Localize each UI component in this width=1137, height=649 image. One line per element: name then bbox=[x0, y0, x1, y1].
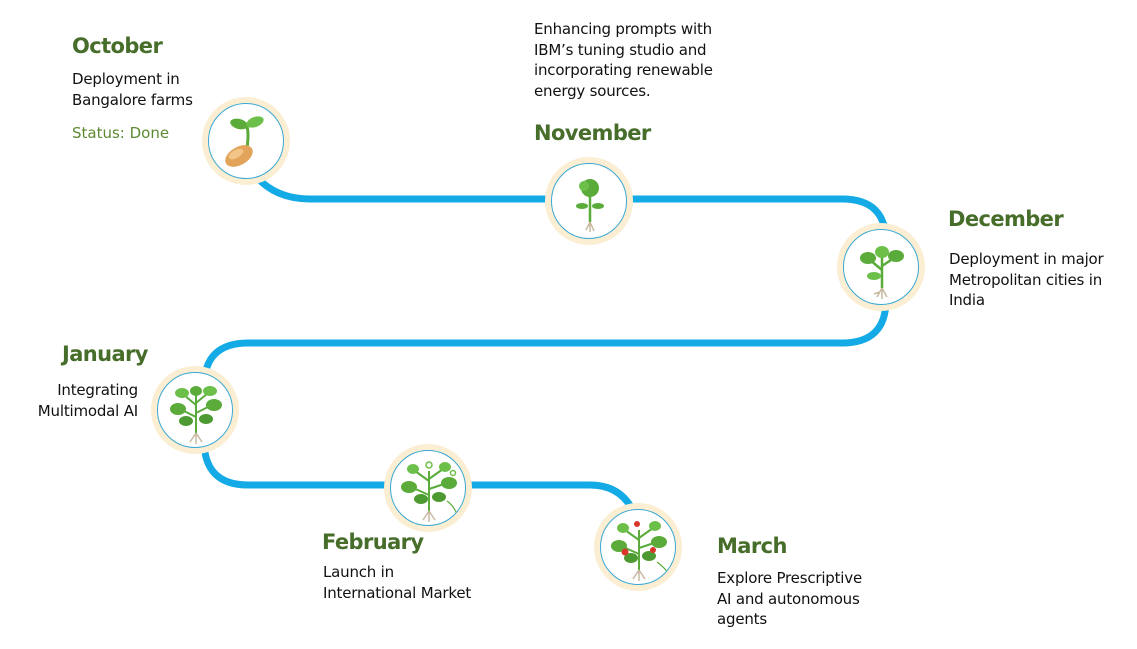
milestone-description-january: Integrating Multimodal AI bbox=[37, 381, 138, 420]
status-badge: Status: Done bbox=[72, 124, 170, 142]
milestone-node-november bbox=[545, 157, 633, 245]
milestone-month-february: February bbox=[322, 530, 424, 554]
milestone-node-october bbox=[202, 97, 290, 185]
milestone-description-february: Launch in International Market bbox=[323, 563, 472, 602]
leafy-plant-icon bbox=[170, 386, 222, 444]
young-plant-icon bbox=[860, 246, 904, 299]
milestone-node-december bbox=[837, 223, 925, 311]
milestone-description-december: Deployment in major Metropolitan cities … bbox=[949, 250, 1104, 309]
milestone-month-december: December bbox=[948, 207, 1064, 231]
milestone-node-march bbox=[594, 503, 682, 591]
milestone-description-october: Deployment in Bangalore farms bbox=[72, 70, 193, 109]
milestone-month-october: October bbox=[72, 34, 163, 58]
fruiting-strawberry-plant-icon bbox=[611, 521, 670, 581]
seedling-icon bbox=[576, 179, 604, 232]
milestone-month-november: November bbox=[534, 121, 651, 145]
milestone-node-february bbox=[384, 444, 472, 532]
budding-plant-icon bbox=[401, 461, 458, 522]
milestone-month-march: March bbox=[717, 534, 787, 558]
milestone-description-march: Explore Prescriptive AI and autonomous a… bbox=[717, 569, 862, 628]
milestone-description-november: Enhancing prompts with IBM’s tuning stud… bbox=[534, 20, 713, 100]
milestone-node-january bbox=[151, 366, 239, 454]
milestone-month-january: January bbox=[62, 342, 149, 366]
sprouting-seed-icon bbox=[225, 116, 264, 167]
